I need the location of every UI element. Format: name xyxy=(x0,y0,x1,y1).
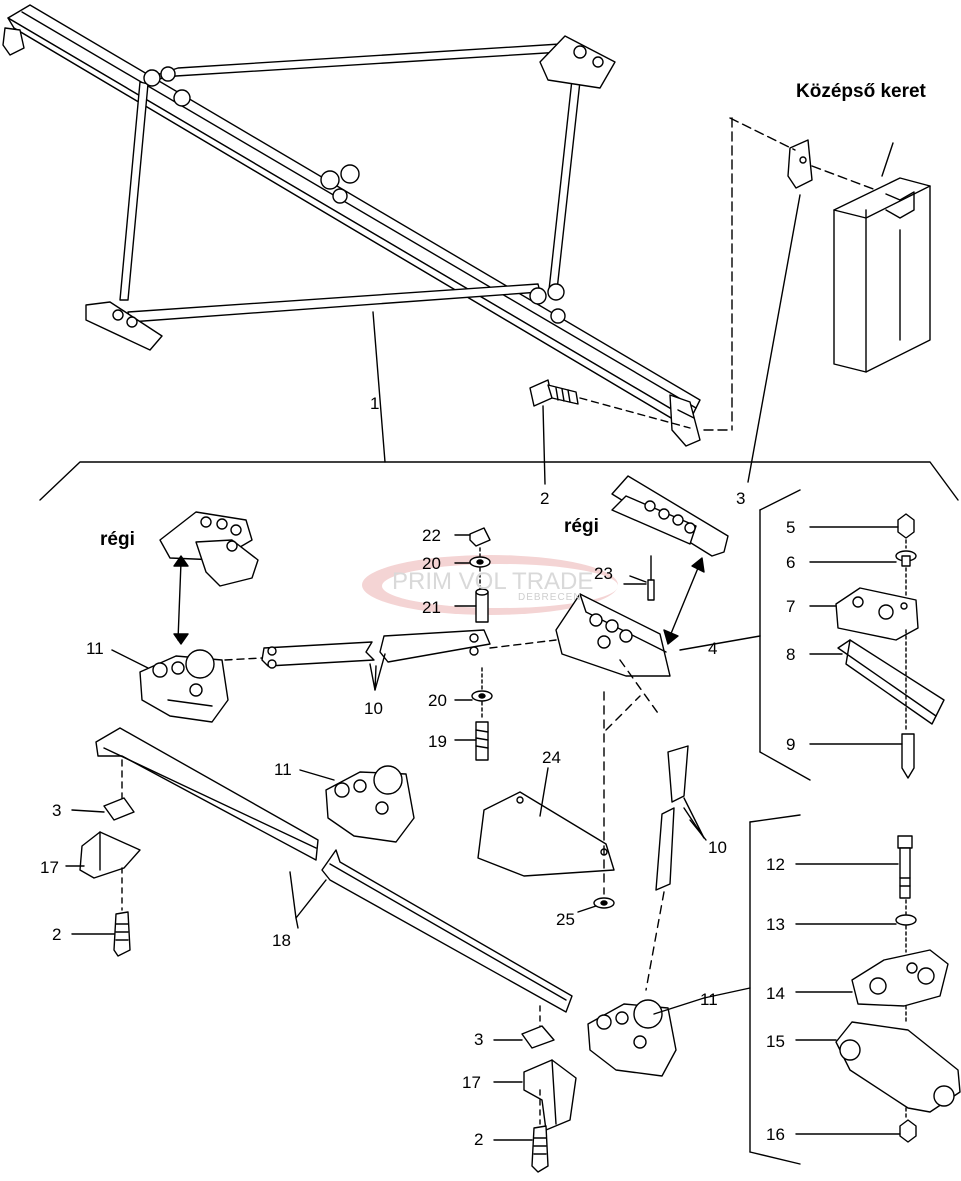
middle-frame-profile xyxy=(703,117,931,483)
frame-assembly xyxy=(2,4,701,463)
part-number-20-top: 20 xyxy=(422,554,441,573)
part-number-11-middle: 11 xyxy=(274,760,292,779)
bracket-4 xyxy=(555,489,811,781)
part-number-14: 14 xyxy=(766,984,785,1003)
part-number-20-bottom: 20 xyxy=(428,691,447,710)
link-10-vertical xyxy=(645,745,705,991)
plate-24 xyxy=(477,659,661,913)
part-number-3-left: 3 xyxy=(52,801,62,820)
part-number-19: 19 xyxy=(428,732,447,751)
part-number-21: 21 xyxy=(422,598,441,617)
part-number-11-bottom: 11 xyxy=(700,990,718,1009)
part-number-23: 23 xyxy=(594,564,613,583)
part-number-10-vertical: 10 xyxy=(708,838,727,857)
part-number-17-bottom: 17 xyxy=(462,1073,481,1092)
part-number-2-left: 2 xyxy=(52,925,62,944)
part-number-3-top: 3 xyxy=(736,489,746,508)
old-label-right: régi xyxy=(564,516,599,537)
leader-lines xyxy=(111,583,707,929)
left-end-parts xyxy=(65,797,141,957)
watermark-text: PRIM VOL TRADE xyxy=(392,568,594,595)
bolt-2-top xyxy=(529,379,691,485)
part-number-5: 5 xyxy=(786,518,796,537)
part-number-18: 18 xyxy=(272,931,291,950)
part-number-9: 9 xyxy=(786,735,796,754)
trolley-11-bottom xyxy=(587,987,751,1077)
part-number-7: 7 xyxy=(786,597,796,616)
part-number-24: 24 xyxy=(542,748,561,767)
part-number-17-left: 17 xyxy=(40,858,59,877)
part-number-6: 6 xyxy=(786,553,796,572)
link-10-horizontal xyxy=(224,629,557,691)
part-number-8: 8 xyxy=(786,645,796,664)
part-number-3-bottom: 3 xyxy=(474,1030,484,1049)
part-number-15: 15 xyxy=(766,1032,785,1051)
pin-stack xyxy=(454,527,493,761)
old-bracket xyxy=(611,475,729,645)
parts-12-to-16 xyxy=(749,814,961,1165)
part-number-13: 13 xyxy=(766,915,785,934)
explode-boundary xyxy=(39,461,959,501)
rail-18 xyxy=(95,727,573,1031)
part-number-4: 4 xyxy=(708,639,718,658)
bottom-end-parts xyxy=(493,1025,577,1173)
part-number-12: 12 xyxy=(766,855,785,874)
part-number-11-left: 11 xyxy=(86,639,104,658)
part-number-2-bottom: 2 xyxy=(474,1130,484,1149)
parts-5-to-9 xyxy=(809,513,945,779)
trolley-11-middle xyxy=(299,765,415,843)
part-number-10-horizontal: 10 xyxy=(364,699,383,718)
watermark-swoosh xyxy=(362,555,618,615)
watermark-subtext: DEBRECEN xyxy=(518,592,582,603)
old-trolley-assembly xyxy=(159,511,259,645)
part-number-1: 1 xyxy=(370,394,380,413)
middle-frame-label: Középső keret xyxy=(796,81,926,102)
old-label-left: régi xyxy=(100,529,135,550)
part-number-25: 25 xyxy=(556,910,575,929)
part-number-2-top: 2 xyxy=(540,489,550,508)
part-number-16: 16 xyxy=(766,1125,785,1144)
part-number-22: 22 xyxy=(422,526,441,545)
trolley-11-left xyxy=(139,649,229,723)
